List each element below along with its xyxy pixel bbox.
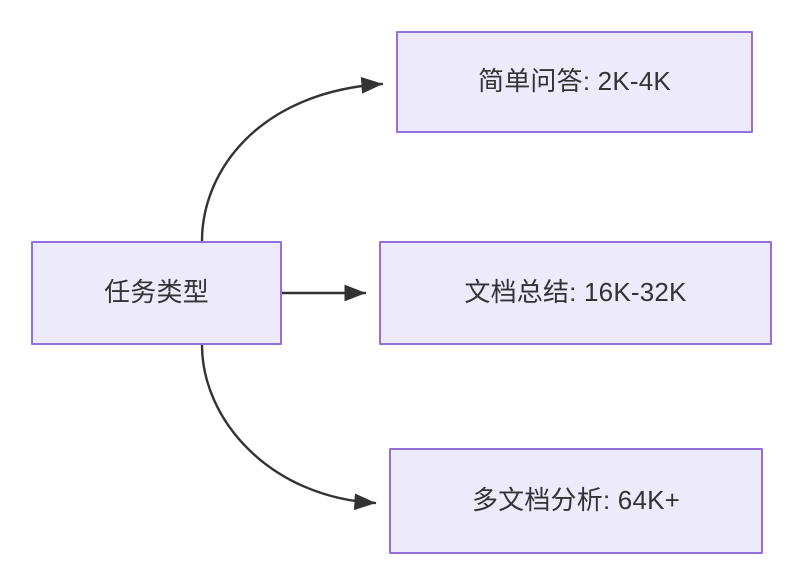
node-task-type-label: 任务类型	[104, 277, 209, 308]
node-document-summary-label: 文档总结: 16K-32K	[464, 277, 687, 308]
node-simple-qa[interactable]: 简单问答: 2K-4K	[396, 31, 753, 133]
edge-root-to-multi-doc	[200, 343, 377, 511]
edge-root-to-simple-qa	[200, 76, 384, 243]
node-task-type[interactable]: 任务类型	[31, 241, 282, 345]
node-multi-document-analysis-label: 多文档分析: 64K+	[471, 485, 681, 516]
node-multi-document-analysis[interactable]: 多文档分析: 64K+	[389, 448, 763, 554]
node-simple-qa-label: 简单问答: 2K-4K	[478, 66, 671, 97]
node-document-summary[interactable]: 文档总结: 16K-32K	[379, 241, 772, 345]
